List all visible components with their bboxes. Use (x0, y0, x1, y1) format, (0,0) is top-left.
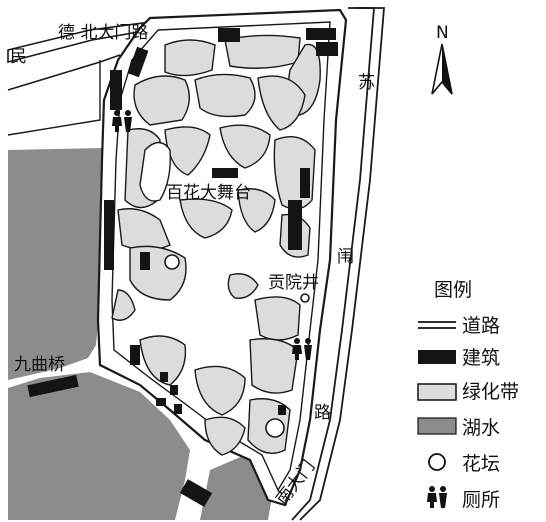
svg-text:花坛: 花坛 (462, 453, 500, 475)
svg-text:N: N (436, 23, 449, 43)
flowerbed-icon (428, 453, 446, 471)
lake-south (8, 372, 190, 520)
road-label-wei: 闱 (337, 247, 354, 267)
legend-item-lake: 湖水 (417, 417, 500, 439)
flowerbed-south (265, 418, 285, 438)
buildings (27, 28, 338, 507)
legend-item-green: 绿化带 (417, 381, 519, 403)
well-label: 贡院井 (268, 273, 319, 293)
legend-item-building: 建筑 (418, 347, 500, 369)
legend-item-road: 道路 (418, 315, 500, 337)
svg-text:绿化带: 绿化带 (462, 381, 519, 403)
road-label-su: 苏 (358, 73, 375, 93)
north-arrow: N (431, 23, 453, 95)
flowerbed-well (300, 293, 310, 303)
stage-label: 百花大舞台 (166, 183, 251, 203)
road-label-north: 德 北大门路 (58, 23, 148, 43)
toilet-icon (427, 486, 447, 508)
road-east-outer (299, 7, 385, 521)
bridge-label: 九曲桥 (14, 355, 65, 375)
road-east-inner (291, 7, 375, 521)
svg-text:建筑: 建筑 (462, 347, 500, 369)
central-oval (139, 141, 171, 202)
flowerbed-north (164, 254, 180, 270)
legend: 图例 道路 建筑 绿化带 湖水 花坛 厕所 (417, 279, 519, 511)
road-label-lu: 路 (314, 403, 331, 423)
road-label-min: 民 (10, 47, 27, 67)
legend-item-toilet: 厕所 (427, 486, 500, 511)
svg-text:湖水: 湖水 (462, 417, 500, 439)
svg-text:道路: 道路 (462, 315, 500, 337)
legend-item-flowerbed: 花坛 (428, 453, 500, 475)
legend-title: 图例 (434, 279, 472, 301)
road-west-edge (7, 60, 101, 136)
lake-west (8, 148, 102, 380)
svg-text:厕所: 厕所 (462, 489, 500, 511)
